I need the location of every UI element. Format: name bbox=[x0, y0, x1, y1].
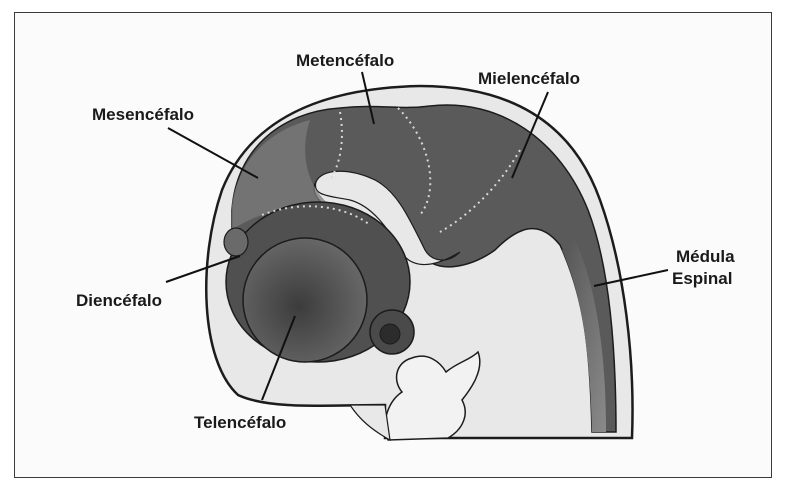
label-mielencefalo: Mielencéfalo bbox=[478, 69, 580, 88]
label-metencefalo: Metencéfalo bbox=[296, 51, 394, 70]
diencephalon-bump bbox=[224, 228, 248, 256]
label-telencefalo: Telencéfalo bbox=[194, 413, 286, 432]
label-mesencefalo: Mesencéfalo bbox=[92, 105, 194, 124]
label-medula-line1: Médula bbox=[676, 247, 735, 266]
optic-cup-inner bbox=[380, 324, 400, 344]
heart-bulge bbox=[350, 405, 390, 440]
label-medula-line2: Espinal bbox=[672, 269, 732, 288]
label-diencefalo: Diencéfalo bbox=[76, 291, 162, 310]
telencephalon-region bbox=[243, 238, 367, 362]
